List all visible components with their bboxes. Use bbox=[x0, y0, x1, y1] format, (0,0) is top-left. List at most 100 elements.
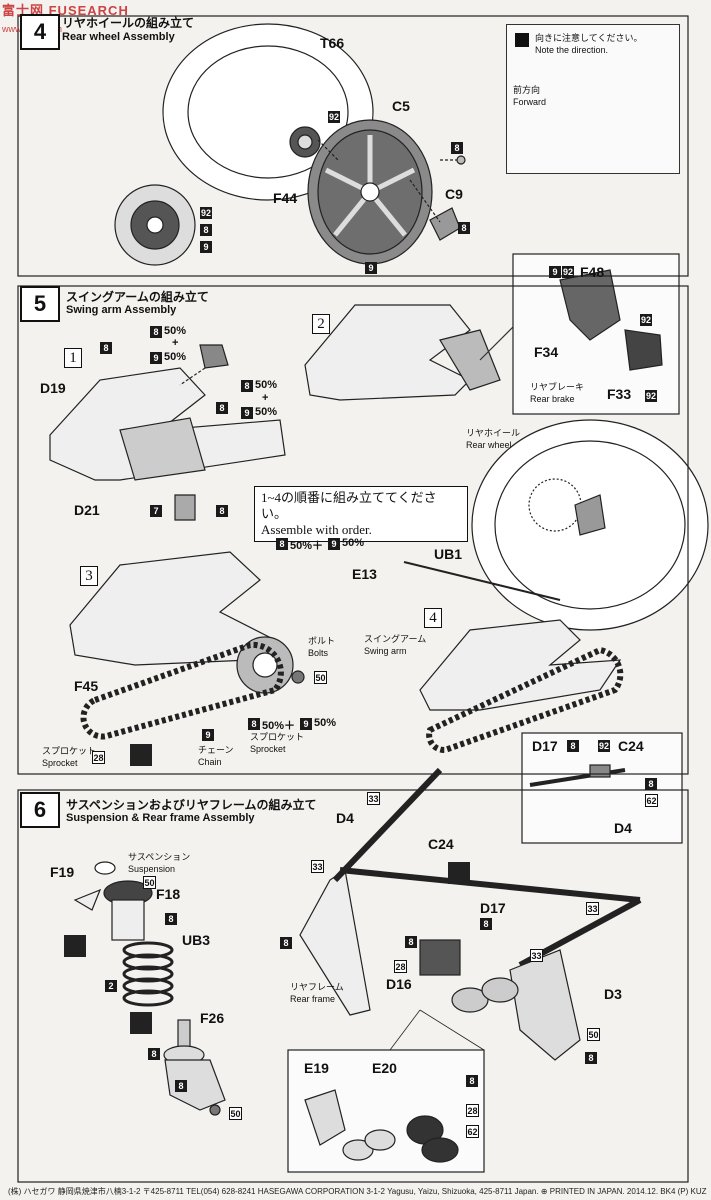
color-50: 50 bbox=[229, 1107, 242, 1120]
part-d4: D4 bbox=[336, 810, 354, 826]
color-92: 92 bbox=[328, 111, 340, 123]
color-8: 8 bbox=[451, 142, 463, 154]
part-e19: E19 bbox=[304, 1060, 329, 1076]
bolts-en: Bolts bbox=[308, 648, 329, 658]
color-50: 50 bbox=[143, 876, 156, 889]
part-d3: D3 bbox=[604, 986, 622, 1002]
part-d21: D21 bbox=[74, 502, 100, 518]
order-note-jp: 1~4の順番に組み立ててください。 bbox=[261, 490, 437, 521]
chain-jp: チェーン bbox=[198, 745, 234, 755]
sprocket-en: Sprocket bbox=[250, 744, 286, 754]
step-5-number: 5 bbox=[20, 286, 60, 322]
mix-plus: + bbox=[172, 337, 179, 349]
part-c9: C9 bbox=[445, 186, 463, 202]
metallic-paint-icon bbox=[448, 862, 470, 884]
metallic-paint-icon bbox=[64, 935, 86, 957]
warning-icon bbox=[515, 33, 529, 47]
color-8: 8 bbox=[585, 1052, 597, 1064]
color-92: 92 bbox=[200, 207, 212, 219]
mix-percent: 50% bbox=[255, 379, 278, 391]
sprocket-en: Sprocket bbox=[42, 758, 78, 768]
color-9: 9 bbox=[549, 266, 561, 278]
color-92: 92 bbox=[640, 314, 652, 326]
color-92: 92 bbox=[645, 390, 657, 402]
swing-arm-en: Swing arm bbox=[364, 646, 407, 656]
part-d4: D4 bbox=[614, 820, 632, 836]
color-9: 9 bbox=[150, 352, 162, 364]
color-33: 33 bbox=[586, 902, 599, 915]
color-8: 8 bbox=[280, 937, 292, 949]
color-8: 8 bbox=[241, 380, 253, 392]
color-62: 62 bbox=[466, 1125, 479, 1138]
substep-2: 2 bbox=[312, 314, 330, 334]
part-f34: F34 bbox=[534, 344, 559, 360]
step-5-title-en: Swing arm Assembly bbox=[66, 304, 177, 316]
color-33: 33 bbox=[311, 860, 324, 873]
part-f45: F45 bbox=[74, 678, 99, 694]
color-8: 8 bbox=[216, 402, 228, 414]
color-9: 9 bbox=[241, 407, 253, 419]
color-50: 50 bbox=[314, 671, 327, 684]
color-9: 9 bbox=[300, 718, 312, 730]
part-f48: F48 bbox=[580, 264, 605, 280]
color-62: 62 bbox=[645, 794, 658, 807]
part-d17: D17 bbox=[480, 900, 506, 916]
part-c5: C5 bbox=[392, 98, 410, 114]
rear-brake-en: Rear brake bbox=[530, 394, 575, 404]
color-28: 28 bbox=[92, 751, 105, 764]
part-f44: F44 bbox=[273, 190, 298, 206]
color-8: 8 bbox=[175, 1080, 187, 1092]
color-9: 9 bbox=[202, 729, 214, 741]
part-c24: C24 bbox=[618, 738, 644, 754]
step-6-title-en: Suspension & Rear frame Assembly bbox=[66, 812, 255, 824]
color-28: 28 bbox=[466, 1104, 479, 1117]
mix-percent: 50% bbox=[164, 351, 187, 363]
swing-arm-jp: スイングアーム bbox=[364, 634, 427, 644]
rear-wheel-en: Rear wheel bbox=[466, 440, 512, 450]
part-ub1: UB1 bbox=[434, 546, 463, 562]
color-9: 9 bbox=[365, 262, 377, 274]
color-8: 8 bbox=[200, 224, 212, 236]
mix-a: 50%＋ bbox=[290, 540, 324, 552]
color-33: 33 bbox=[530, 949, 543, 962]
color-8: 8 bbox=[165, 913, 177, 925]
color-8: 8 bbox=[276, 538, 288, 550]
direction-note-panel: 向きに注意してください。 Note the direction. 前方向 For… bbox=[506, 24, 680, 174]
suspension-en: Suspension bbox=[128, 864, 176, 874]
mix-percent: 50% bbox=[164, 325, 187, 337]
part-e20: E20 bbox=[372, 1060, 397, 1076]
part-ub3: UB3 bbox=[182, 932, 211, 948]
direction-note-jp: 向きに注意してください。 bbox=[535, 33, 643, 43]
color-92: 92 bbox=[598, 740, 610, 752]
color-8: 8 bbox=[100, 342, 112, 354]
footer-imprint: (株) ハセガワ 静岡県焼津市八楠3-1-2 〒425-8711 TEL(054… bbox=[8, 1187, 707, 1196]
color-92: 92 bbox=[562, 266, 574, 278]
mix-percent: 50% bbox=[255, 406, 278, 418]
step-4-number: 4 bbox=[20, 14, 60, 50]
rear-frame-en: Rear frame bbox=[290, 994, 336, 1004]
mix-b: 50% bbox=[342, 537, 365, 549]
chain-en: Chain bbox=[198, 757, 222, 767]
part-d16: D16 bbox=[386, 976, 412, 992]
rear-wheel-jp: リヤホイール bbox=[466, 428, 521, 438]
part-f19: F19 bbox=[50, 864, 75, 880]
sprocket-jp: スプロケット bbox=[250, 732, 305, 742]
step-4-title-en: Rear wheel Assembly bbox=[62, 31, 175, 43]
color-9: 9 bbox=[328, 538, 340, 550]
rear-frame-jp: リヤフレーム bbox=[290, 982, 344, 992]
color-8: 8 bbox=[248, 718, 260, 730]
step-5-title-jp: スイングアームの組み立て bbox=[66, 290, 209, 304]
color-8: 8 bbox=[480, 918, 492, 930]
suspension-jp: サスペンション bbox=[128, 852, 191, 862]
part-f33: F33 bbox=[607, 386, 632, 402]
forward-en: Forward bbox=[513, 97, 547, 107]
color-2: 2 bbox=[105, 980, 117, 992]
mix-b: 50% bbox=[314, 717, 337, 729]
order-note-en: Assemble with order. bbox=[261, 522, 372, 537]
color-7: 7 bbox=[150, 505, 162, 517]
substep-4: 4 bbox=[424, 608, 442, 628]
part-d17: D17 bbox=[532, 738, 558, 754]
color-28: 28 bbox=[394, 960, 407, 973]
step-4-title-jp: リヤホイールの組み立て bbox=[62, 16, 195, 30]
